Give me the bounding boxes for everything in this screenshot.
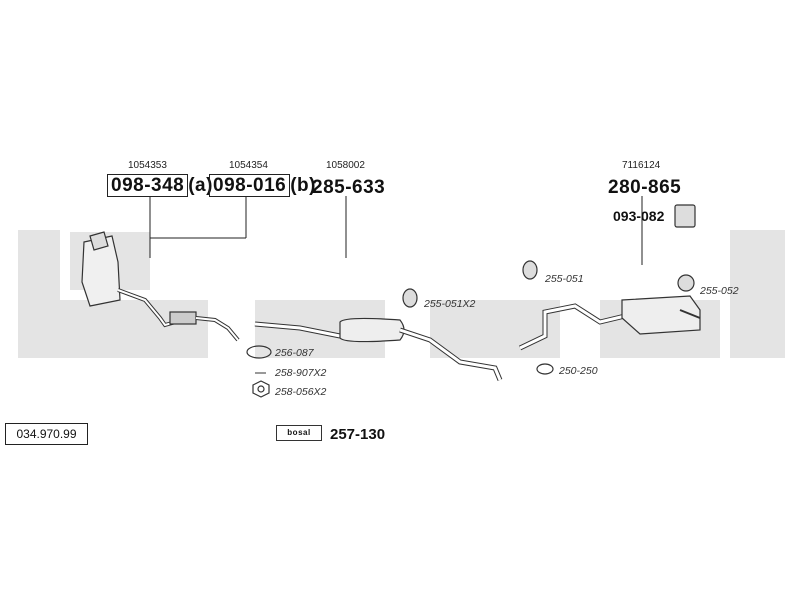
reference-number: 034.970.99 — [5, 423, 88, 445]
callout-clamp[interactable]: 250-250 — [559, 365, 598, 377]
oem-number-2: 1054354 — [229, 160, 268, 171]
callout-gasket[interactable]: 256-087 — [275, 347, 314, 359]
callout-hanger-2[interactable]: 255-051 — [545, 273, 584, 285]
rear-silencer-pipe — [518, 295, 701, 351]
oem-number-3: 1058002 — [326, 160, 365, 171]
leader-lines — [149, 196, 643, 265]
part-number-3[interactable]: 285-633 — [312, 177, 386, 198]
part-number-1-group: 098-348(a) — [107, 174, 213, 197]
part-number-4[interactable]: 280-865 — [608, 177, 682, 198]
oem-number-4: 7116124 — [622, 160, 661, 171]
part-number-2-suffix: (b) — [290, 175, 316, 196]
callout-hanger-1[interactable]: 255-051X2 — [424, 298, 476, 310]
part-number-1-suffix: (a) — [188, 175, 213, 196]
callout-nut[interactable]: 258-056X2 — [275, 386, 327, 398]
bosal-badge-icon: bosal — [276, 425, 322, 441]
oem-number-1: 1054353 — [128, 160, 167, 171]
part-number-5[interactable]: 093-082 — [613, 208, 665, 224]
hangers — [246, 204, 696, 398]
part-number-2[interactable]: 098-016 — [209, 174, 291, 197]
part-number-2-group: 098-016(b) — [209, 174, 316, 197]
part-number-1[interactable]: 098-348 — [107, 174, 189, 197]
catalytic-converter — [81, 231, 240, 342]
callout-bolt[interactable]: 258-907X2 — [275, 367, 327, 379]
mounting-kit-number[interactable]: 257-130 — [330, 426, 386, 443]
middle-silencer-pipe — [254, 317, 503, 381]
callout-hanger-3[interactable]: 255-052 — [700, 285, 739, 297]
